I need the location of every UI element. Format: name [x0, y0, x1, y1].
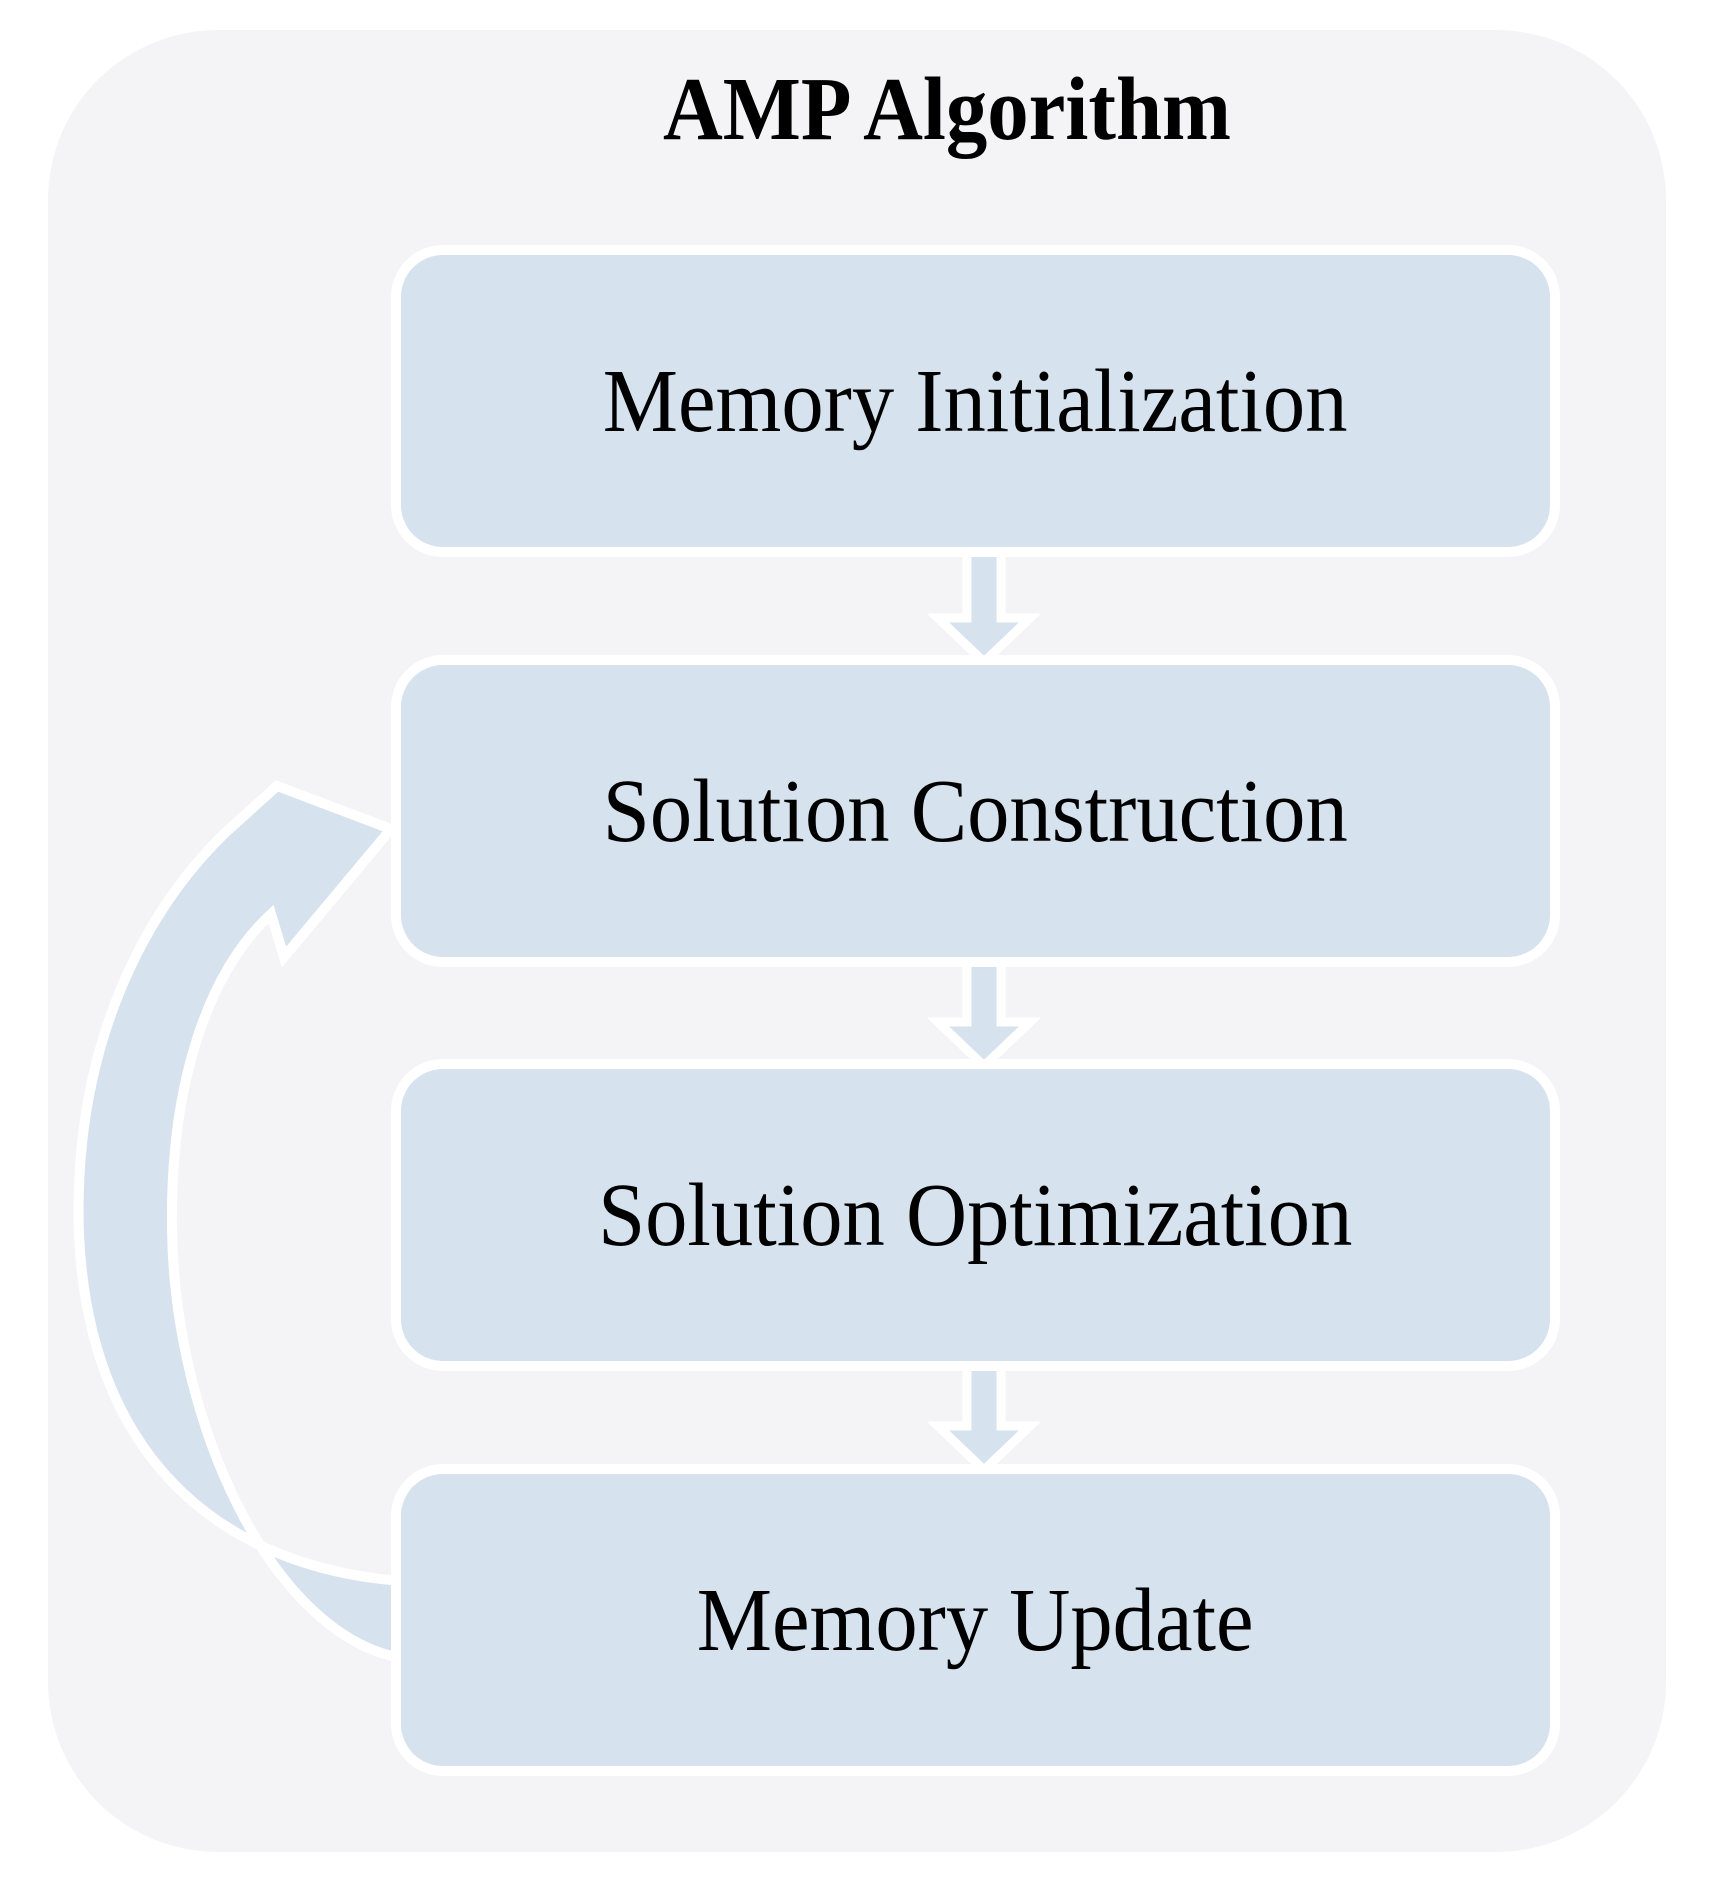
step-box-memory-update: Memory Update: [391, 1464, 1560, 1776]
step-box-memory-initialization: Memory Initialization: [391, 245, 1560, 557]
step-box-solution-optimization: Solution Optimization: [391, 1059, 1560, 1371]
diagram-title: AMP Algorithm: [638, 58, 1255, 161]
step-label: Memory Initialization: [603, 351, 1348, 451]
step-label: Solution Construction: [602, 761, 1349, 861]
down-arrow-icon-3: [926, 1359, 1042, 1477]
step-box-solution-construction: Solution Construction: [391, 655, 1560, 967]
down-arrow-icon-2: [926, 955, 1042, 1073]
step-label: Solution Optimization: [598, 1165, 1353, 1265]
down-arrow-icon-1: [926, 545, 1042, 669]
loop-arrow-icon: [73, 780, 425, 1666]
step-label: Memory Update: [697, 1570, 1254, 1670]
diagram-title-text: AMP Algorithm: [662, 60, 1232, 159]
